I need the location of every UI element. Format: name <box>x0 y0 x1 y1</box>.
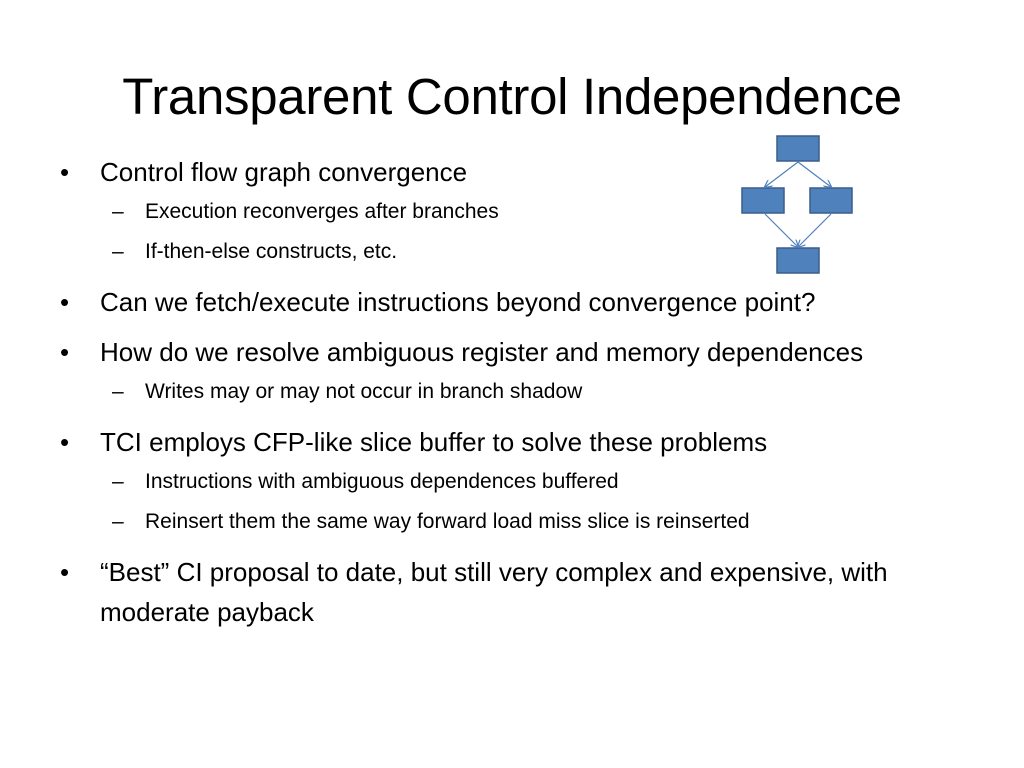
sub-bullet-marker: – <box>112 240 124 263</box>
bullet-marker: • <box>60 287 70 317</box>
sub-bullet-item: – Execution reconverges after branches <box>60 192 990 232</box>
sub-bullet-marker: – <box>112 200 124 223</box>
bullet-marker: • <box>60 337 70 367</box>
cfg-left-node <box>741 187 785 214</box>
cfg-top-node <box>776 135 820 162</box>
bullet-item: • Can we fetch/execute instructions beyo… <box>60 282 990 322</box>
sub-bullet-text: Execution reconverges after branches <box>145 200 499 223</box>
slide-title: Transparent Control Independence <box>122 68 902 125</box>
sub-bullet-marker: – <box>112 380 124 403</box>
sub-bullet-marker: – <box>112 510 124 533</box>
bullet-text: Control flow graph convergence <box>100 157 468 187</box>
bullet-text: TCI employs CFP-like slice buffer to sol… <box>100 427 768 457</box>
control-flow-graph-diagram <box>741 135 853 274</box>
bullet-item: • “Best” CI proposal to date, but still … <box>60 552 990 632</box>
sub-bullet-marker: – <box>112 470 124 493</box>
cfg-edge-right-bottom <box>798 213 832 247</box>
sub-bullet-text: If-then-else constructs, etc. <box>145 240 398 263</box>
cfg-edge-left-bottom <box>764 213 798 247</box>
cfg-edge-top-left <box>765 161 799 187</box>
bullet-item: • How do we resolve ambiguous register a… <box>60 332 990 372</box>
sub-bullet-text: Instructions with ambiguous dependences … <box>145 470 619 493</box>
sub-bullet-item: – If-then-else constructs, etc. <box>60 232 990 272</box>
sub-bullet-item: – Instructions with ambiguous dependence… <box>60 462 990 502</box>
cfg-bottom-node <box>776 247 820 274</box>
cfg-right-node <box>809 187 853 214</box>
sub-bullet-item: – Writes may or may not occur in branch … <box>60 372 990 412</box>
bullet-marker: • <box>60 157 70 187</box>
bullet-text: “Best” CI proposal to date, but still ve… <box>100 557 888 627</box>
cfg-edge-top-right <box>797 161 831 187</box>
bullet-text: How do we resolve ambiguous register and… <box>100 337 864 367</box>
bullet-marker: • <box>60 557 70 587</box>
sub-bullet-text: Writes may or may not occur in branch sh… <box>145 380 583 403</box>
sub-bullet-item: – Reinsert them the same way forward loa… <box>60 502 990 542</box>
bullet-list: • Control flow graph convergence – Execu… <box>60 152 990 632</box>
bullet-item: • Control flow graph convergence <box>60 152 990 192</box>
sub-bullet-text: Reinsert them the same way forward load … <box>145 510 750 533</box>
bullet-item: • TCI employs CFP-like slice buffer to s… <box>60 422 990 462</box>
bullet-text: Can we fetch/execute instructions beyond… <box>100 287 816 317</box>
bullet-marker: • <box>60 427 70 457</box>
